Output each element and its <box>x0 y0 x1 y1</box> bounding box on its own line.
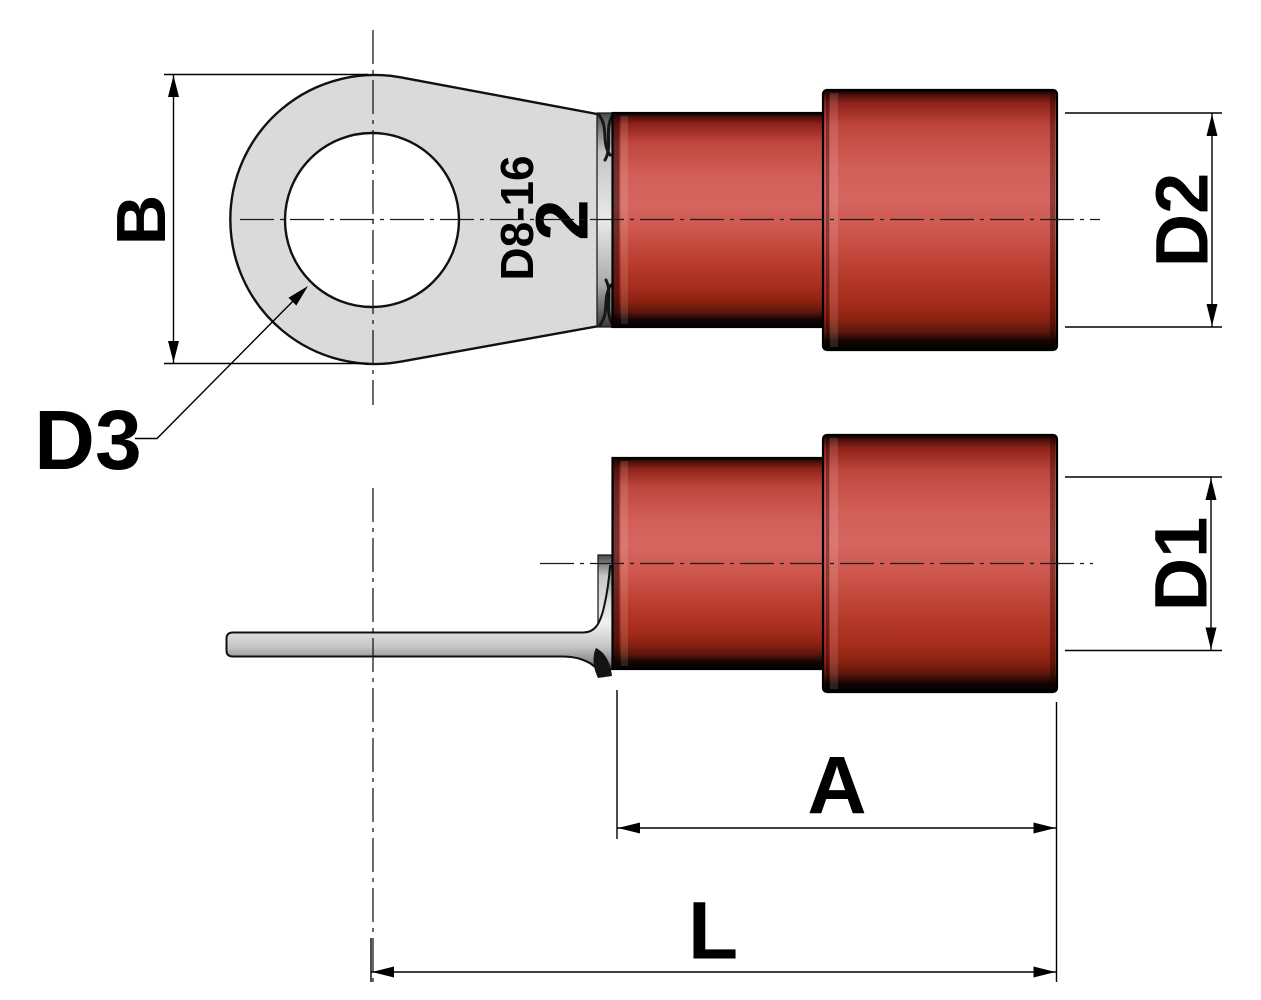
sleeve-entry-highlight-top-view <box>621 116 628 324</box>
sleeve-step-shadow-top-view <box>826 93 829 347</box>
d1-extension-lines <box>1065 476 1222 652</box>
part-marking-type: D8-16 <box>491 155 543 280</box>
crimp-wrinkles-top <box>597 113 614 327</box>
label-a: A <box>807 741 866 832</box>
dimension-label-texts: B D3 D2 D1 A L <box>34 173 1223 977</box>
l-arrow-right <box>1033 966 1056 978</box>
label-b: B <box>102 195 180 246</box>
label-d3: D3 <box>34 393 141 487</box>
dimensions <box>135 73 1222 982</box>
d2-arrow-up <box>1206 114 1218 136</box>
b-arrow-up <box>168 75 179 97</box>
sleeve-step-shadow-side-view <box>826 438 829 689</box>
a-extension-lines <box>616 690 1058 982</box>
d2-arrow-down <box>1206 304 1218 326</box>
label-d2: D2 <box>1141 173 1224 268</box>
d1-arrow-down <box>1205 627 1217 650</box>
sleeve-entry-highlight-side-view <box>621 461 628 666</box>
b-arrow-down <box>168 341 179 363</box>
a-arrow-right <box>1033 822 1056 834</box>
tongue-side-view <box>225 565 614 670</box>
d3-leader-line <box>135 290 304 440</box>
d3-arrowhead <box>288 286 308 306</box>
label-d1: D1 <box>1140 517 1223 612</box>
label-l: L <box>688 886 738 977</box>
a-arrow-left <box>618 822 640 834</box>
d2-extension-lines <box>1065 112 1222 328</box>
l-arrow-left <box>372 966 394 978</box>
centerlines <box>240 30 1100 982</box>
flare-shadow-side-view <box>593 648 612 678</box>
dimension-arrowheads <box>168 75 1218 978</box>
b-extension-lines <box>164 73 368 365</box>
d1-arrow-up <box>1205 478 1217 500</box>
top-view: D8-16 2 <box>229 73 1059 366</box>
